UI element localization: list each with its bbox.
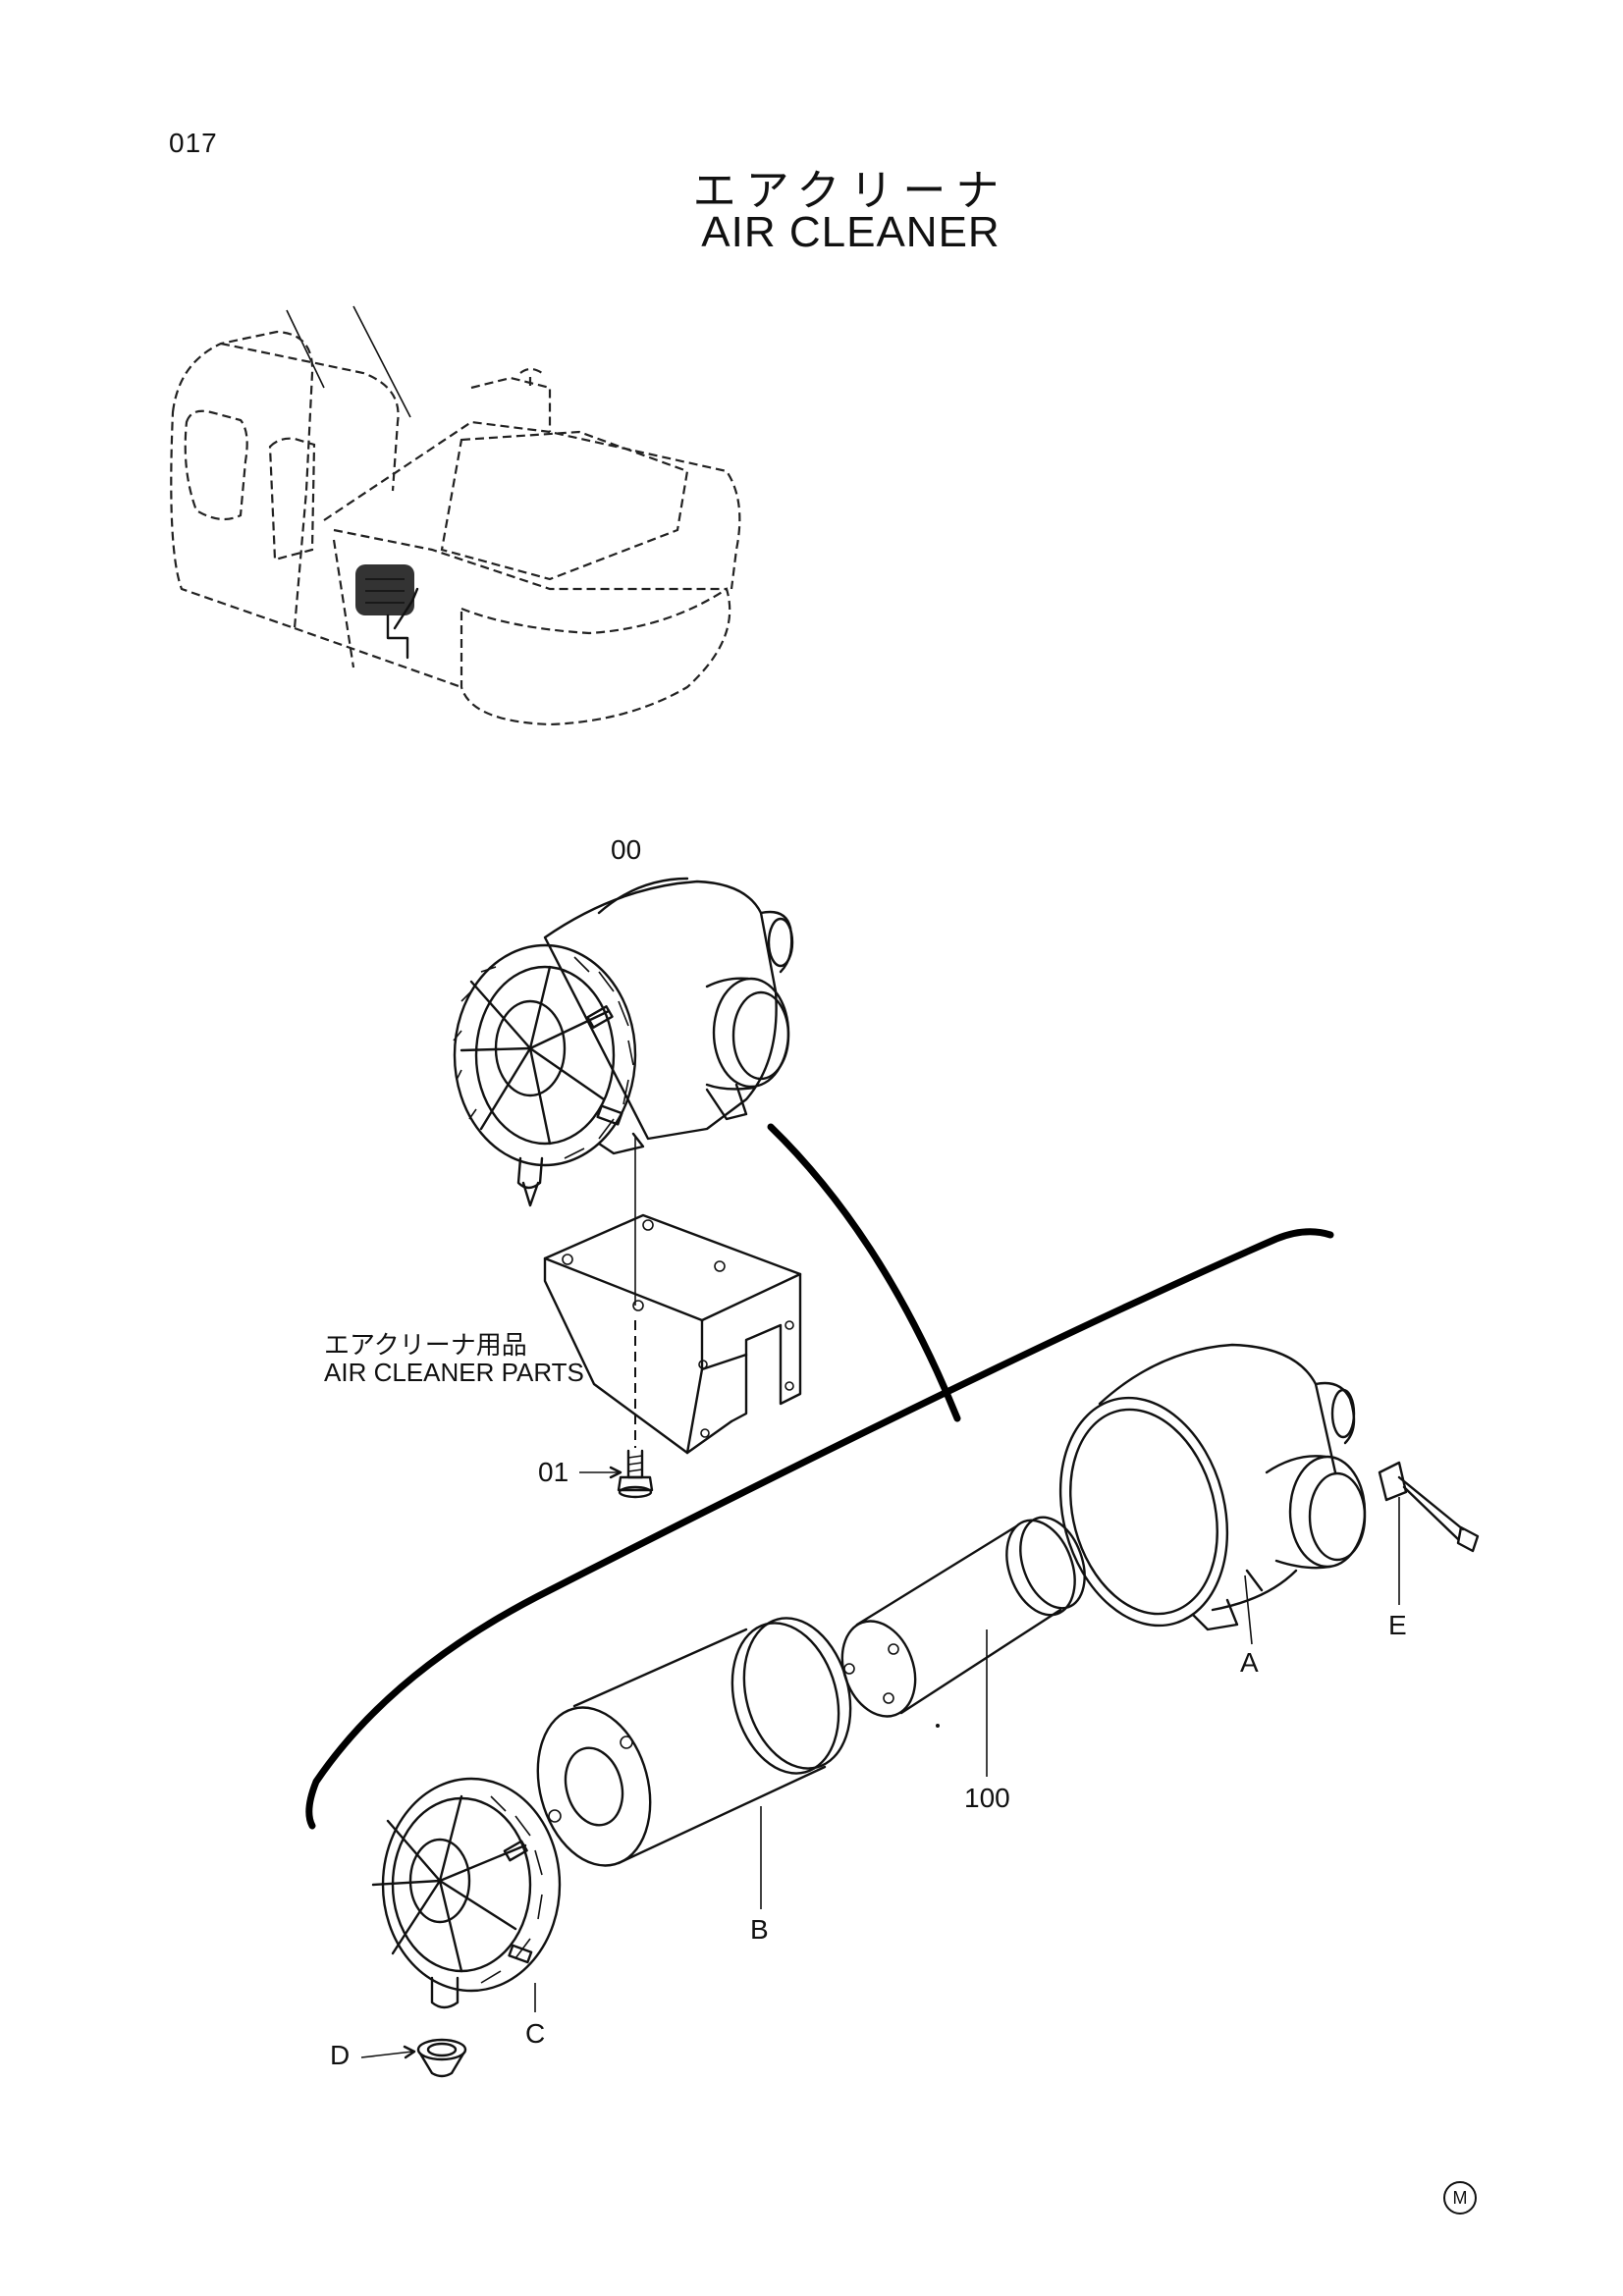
excavator-overview bbox=[170, 305, 741, 726]
label-100: 100 bbox=[964, 1783, 1010, 1813]
arrow-01 bbox=[609, 1466, 622, 1479]
dust-valve-d bbox=[416, 2038, 467, 2078]
leader-a bbox=[1244, 1575, 1253, 1645]
corner-mark: M bbox=[1443, 2181, 1477, 2215]
callout-japanese: エアクリーナ用品 bbox=[324, 1331, 527, 1361]
bolt-01 bbox=[617, 1449, 654, 1499]
assembly-connector-line bbox=[767, 1123, 961, 1422]
label-01: 01 bbox=[538, 1457, 569, 1487]
page-title-english: AIR CLEANER bbox=[701, 208, 1001, 256]
label-b: B bbox=[750, 1914, 769, 1945]
housing-body-a bbox=[1058, 1343, 1367, 1631]
leader-d bbox=[360, 2051, 413, 2058]
label-a: A bbox=[1240, 1647, 1259, 1678]
callout-english: AIR CLEANER PARTS bbox=[324, 1358, 584, 1387]
label-c: C bbox=[525, 2018, 546, 2049]
restriction-indicator-e bbox=[1378, 1461, 1480, 1553]
mounting-bracket bbox=[543, 1213, 802, 1455]
cover-c bbox=[371, 1777, 562, 2009]
outer-element-b bbox=[536, 1617, 852, 1867]
air-cleaner-location-marker bbox=[355, 564, 419, 660]
inner-element-100 bbox=[840, 1516, 1086, 1718]
label-e: E bbox=[1388, 1610, 1407, 1640]
label-00: 00 bbox=[611, 834, 642, 865]
arrow-d bbox=[403, 2045, 416, 2059]
air-cleaner-assembly bbox=[453, 877, 794, 1207]
page-number: 017 bbox=[169, 128, 218, 158]
exploded-view-boundary bbox=[305, 1228, 1334, 1830]
page-title-japanese: エアクリーナ bbox=[692, 166, 1009, 216]
label-d: D bbox=[330, 2040, 351, 2070]
